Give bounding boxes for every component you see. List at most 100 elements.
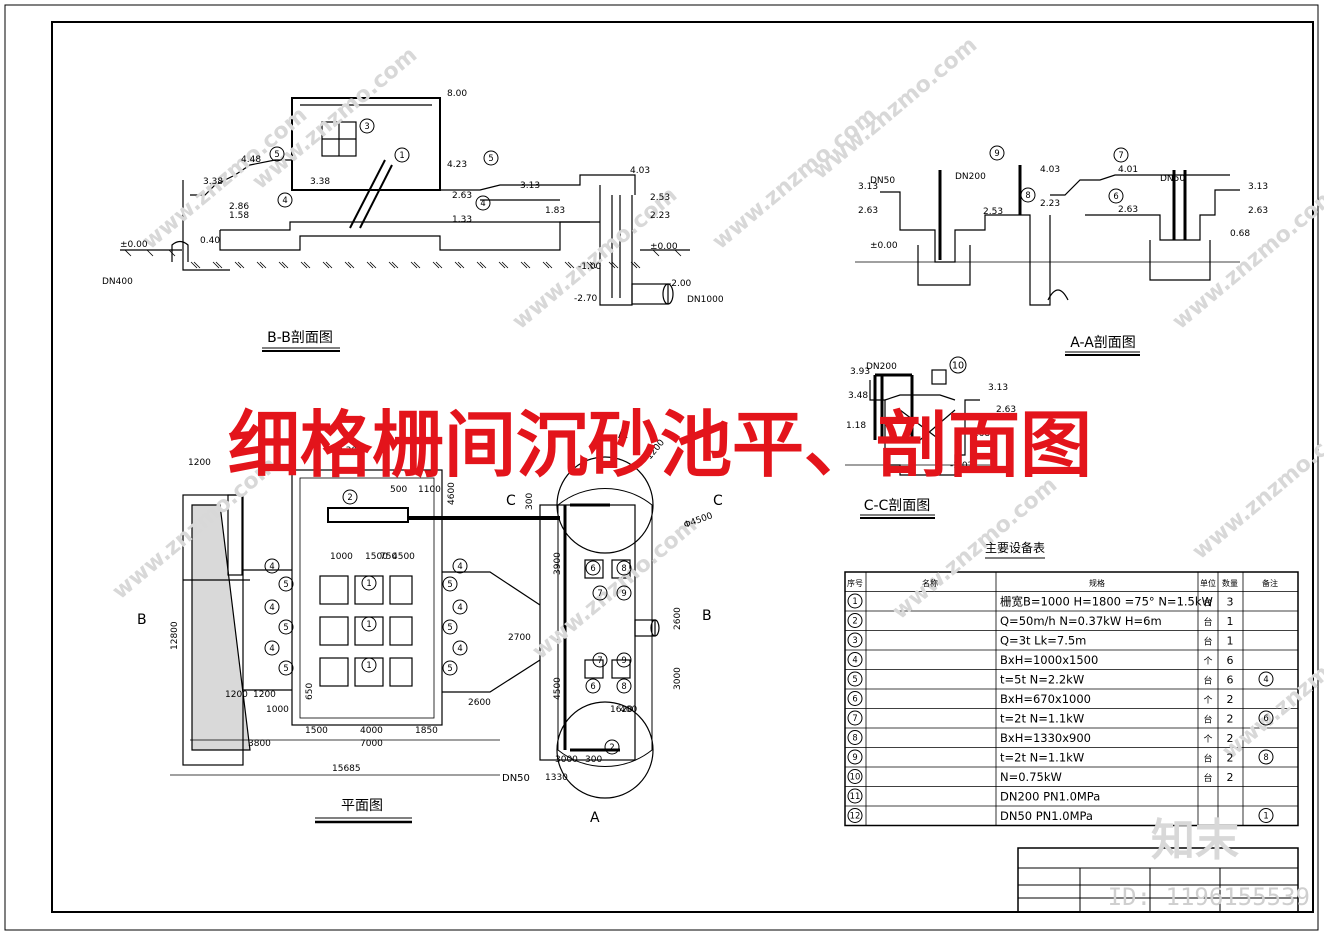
plan-callout-10-label: 4 <box>457 643 462 653</box>
bb-elev-8: 4.23 <box>447 160 467 170</box>
table-row-4-qty: 6 <box>1227 674 1234 687</box>
aa-elev-4: DN200 <box>955 172 986 182</box>
inner-frame <box>51 21 1314 913</box>
plan-callout-18 <box>616 585 632 601</box>
table-title: 主要设备表 <box>985 541 1045 555</box>
cc-elev-6: 0.68 <box>970 429 990 439</box>
table-row-10-spec: DN200 PN1.0MPa <box>1000 790 1100 804</box>
plan-callout-11-label: 5 <box>447 663 452 673</box>
watermark-site-0: www.znzmo.com <box>138 103 312 255</box>
plan-callout-9 <box>442 619 458 635</box>
bb-elev-7: ±0.00 <box>120 240 148 250</box>
plan-callout-3-label: 5 <box>283 622 288 632</box>
equipment-table <box>844 571 1299 827</box>
plan-callout-5 <box>278 660 294 676</box>
aa-elev-12: 0.68 <box>1230 229 1250 239</box>
plan-callout-8 <box>452 599 468 615</box>
table-row-10-no <box>847 788 863 804</box>
table-row-0-no-label: 1 <box>852 596 857 606</box>
table-row-5-no <box>847 691 863 706</box>
aa-callout-7-label: 7 <box>1118 150 1123 160</box>
table-row-1-no <box>847 613 863 628</box>
bb-elev-19: -2.70 <box>574 294 598 304</box>
table-row-7-spec: BxH=1330x900 <box>1000 731 1091 745</box>
table-row-8-note <box>1258 749 1274 765</box>
plan-dim-25: 4500 <box>553 677 563 700</box>
table-row-9-qty: 2 <box>1227 771 1234 784</box>
bb-callout-5b <box>483 150 499 166</box>
aa-callout-6 <box>1108 188 1124 204</box>
table-row-5-spec: BxH=670x1000 <box>1000 692 1091 706</box>
aa-elev-13: DN50 <box>1160 174 1185 184</box>
plan-dim-10: 1200 <box>225 690 248 700</box>
table-row-9-no <box>847 769 863 784</box>
aa-elev-6: 2.53 <box>983 207 1003 217</box>
aa-elev-2: ±0.00 <box>870 241 898 251</box>
plan-callout-13 <box>361 616 377 632</box>
section-bb <box>120 97 690 306</box>
plan-dim-23: 3900 <box>553 552 563 575</box>
plan-dim-6: 1500 <box>365 552 388 562</box>
plan-callout-23-label: 2 <box>609 742 614 752</box>
plan-callout-4 <box>264 640 280 656</box>
plan-callout-15-label: 6 <box>590 563 595 573</box>
aa-elev-10: 3.13 <box>1248 182 1268 192</box>
table-row-11-no <box>847 808 863 823</box>
table-row-6-spec: t=2t N=1.1kW <box>1000 712 1084 726</box>
section-aa <box>855 165 1240 306</box>
plan-callout-13-label: 1 <box>366 619 371 629</box>
plan-callout-23 <box>604 739 620 755</box>
plan-callout-20-label: 9 <box>621 655 626 665</box>
table-row-11-spec: DN50 PN1.0MPa <box>1000 809 1093 823</box>
bb-elev-0: 8.00 <box>447 89 467 99</box>
table-row-8-no-label: 9 <box>852 752 857 762</box>
table-row-2-spec: Q=3t Lk=7.5m <box>1000 634 1086 648</box>
plan-mark-b-right: B <box>702 608 712 624</box>
table-row-6-unit: 台 <box>1203 714 1212 726</box>
plan-dim-19: 2600 <box>468 698 491 708</box>
bb-elev-4: 2.86 <box>229 202 249 212</box>
id-label: ID: 1196155539 <box>1108 883 1310 911</box>
table-header-5: 备注 <box>1262 578 1278 588</box>
table-row-8-no <box>847 749 863 765</box>
table-row-5-no-label: 6 <box>852 694 857 704</box>
table-row-5-unit: 个 <box>1203 695 1212 706</box>
plan-callout-0 <box>264 558 280 574</box>
plan-dim-4: 4600 <box>447 482 457 505</box>
plan-callout-1 <box>278 576 294 592</box>
cc-elev-0: 3.93 <box>850 367 870 377</box>
plan-callout-4-label: 4 <box>269 643 274 653</box>
cc-elev-1: 3.48 <box>848 391 868 401</box>
bb-callout-4b <box>475 195 491 211</box>
watermark-site-4: www.znzmo.com <box>808 33 982 185</box>
section-title-bb: B-B剖面图 <box>267 330 333 346</box>
table-row-1-unit: 台 <box>1203 616 1212 628</box>
table-row-0-no <box>847 593 863 609</box>
table-row-9-unit: 台 <box>1203 772 1212 784</box>
plan-callout-8-label: 4 <box>457 602 462 612</box>
plan-dim-29: 1620 <box>610 705 633 715</box>
plan-callout-5-label: 5 <box>283 663 288 673</box>
cc-elev-4: 3.13 <box>988 383 1008 393</box>
plan-dim-12: 1000 <box>266 705 289 715</box>
bb-elev-17: -1.00 <box>578 262 602 272</box>
table-row-0-unit: 台 <box>1203 597 1212 609</box>
bb-pipe-label-left: DN400 <box>102 277 133 287</box>
bb-ground-hatch <box>124 249 682 269</box>
table-row-0-spec: 栅宽B=1000 H=1800 =75° N=1.5kW <box>1000 595 1213 609</box>
section-cc <box>845 369 990 476</box>
plan-mark-a-top: A <box>618 426 628 442</box>
watermark-brand: 知末 <box>1151 815 1239 866</box>
plan-pipe-label-dn50: DN50 <box>502 773 530 784</box>
plan-dim-18: 7000 <box>360 739 383 749</box>
aa-elev-3: DN50 <box>870 176 895 186</box>
plan-dim-9: 12800 <box>170 621 180 650</box>
plan-callout-18-label: 9 <box>621 588 626 598</box>
bb-elev-16: ±0.00 <box>650 242 678 252</box>
section-title-aa: A-A剖面图 <box>1070 335 1136 351</box>
plan-dim-5: 1000 <box>330 552 353 562</box>
plan-dim-27: 3000 <box>555 755 578 765</box>
table-row-3-unit: 个 <box>1203 656 1212 667</box>
bb-callout-3-label: 3 <box>364 121 369 131</box>
